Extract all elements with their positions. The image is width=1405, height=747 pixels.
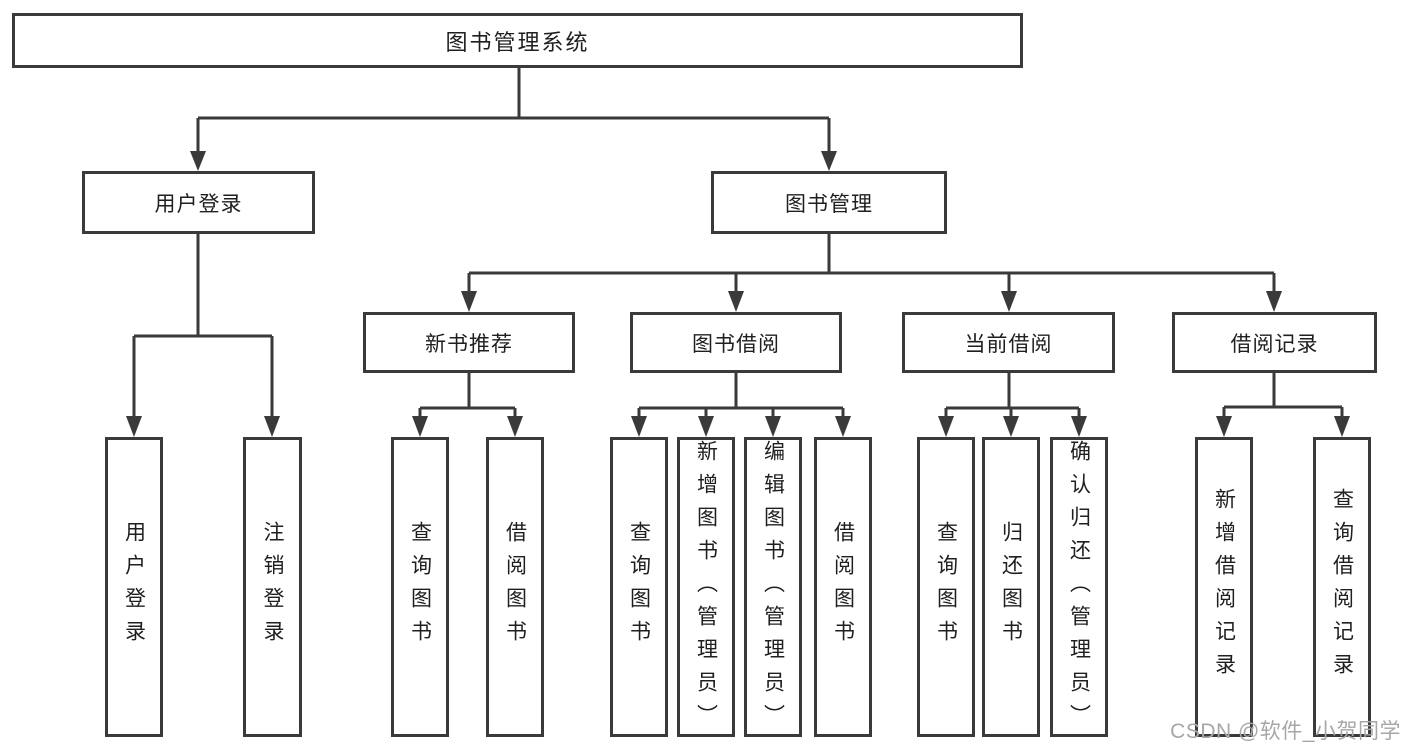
connector-borrow-records bbox=[1216, 373, 1350, 437]
leaf-logout: 注销登录 bbox=[243, 437, 302, 737]
node-new-book-recommend: 新书推荐 bbox=[363, 312, 575, 373]
leaf-current-return-books: 归还图书 bbox=[982, 437, 1040, 737]
connector-book-management bbox=[461, 234, 1282, 312]
node-user-login: 用户登录 bbox=[82, 171, 315, 234]
leaf-user-login: 用户登录 bbox=[105, 437, 163, 737]
connector-new-book-recommend bbox=[412, 373, 523, 437]
leaf-borrow-add-books-admin: 新增图书（管理员） bbox=[677, 437, 735, 737]
connector-root bbox=[190, 68, 837, 171]
leaf-records-query-record: 查询借阅记录 bbox=[1313, 437, 1371, 737]
node-book-management: 图书管理 bbox=[711, 171, 947, 234]
connector-user-login bbox=[126, 234, 280, 437]
leaf-records-add-record: 新增借阅记录 bbox=[1195, 437, 1253, 737]
csdn-watermark: CSDN @软件_小贺同学 bbox=[1170, 720, 1401, 743]
node-book-borrow: 图书借阅 bbox=[630, 312, 842, 373]
node-root: 图书管理系统 bbox=[12, 13, 1023, 68]
leaf-current-confirm-return-admin: 确认归还（管理员） bbox=[1050, 437, 1108, 737]
leaf-recommend-query-books: 查询图书 bbox=[391, 437, 449, 737]
node-current-borrow: 当前借阅 bbox=[902, 312, 1115, 373]
leaf-recommend-borrow-books: 借阅图书 bbox=[486, 437, 544, 737]
leaf-borrow-borrow-books: 借阅图书 bbox=[814, 437, 872, 737]
leaf-borrow-edit-books-admin: 编辑图书（管理员） bbox=[744, 437, 802, 737]
leaf-current-query-books: 查询图书 bbox=[917, 437, 975, 737]
connector-book-borrow bbox=[631, 373, 851, 437]
connector-current-borrow bbox=[938, 373, 1087, 437]
leaf-borrow-query-books: 查询图书 bbox=[610, 437, 668, 737]
node-borrow-records: 借阅记录 bbox=[1172, 312, 1377, 373]
